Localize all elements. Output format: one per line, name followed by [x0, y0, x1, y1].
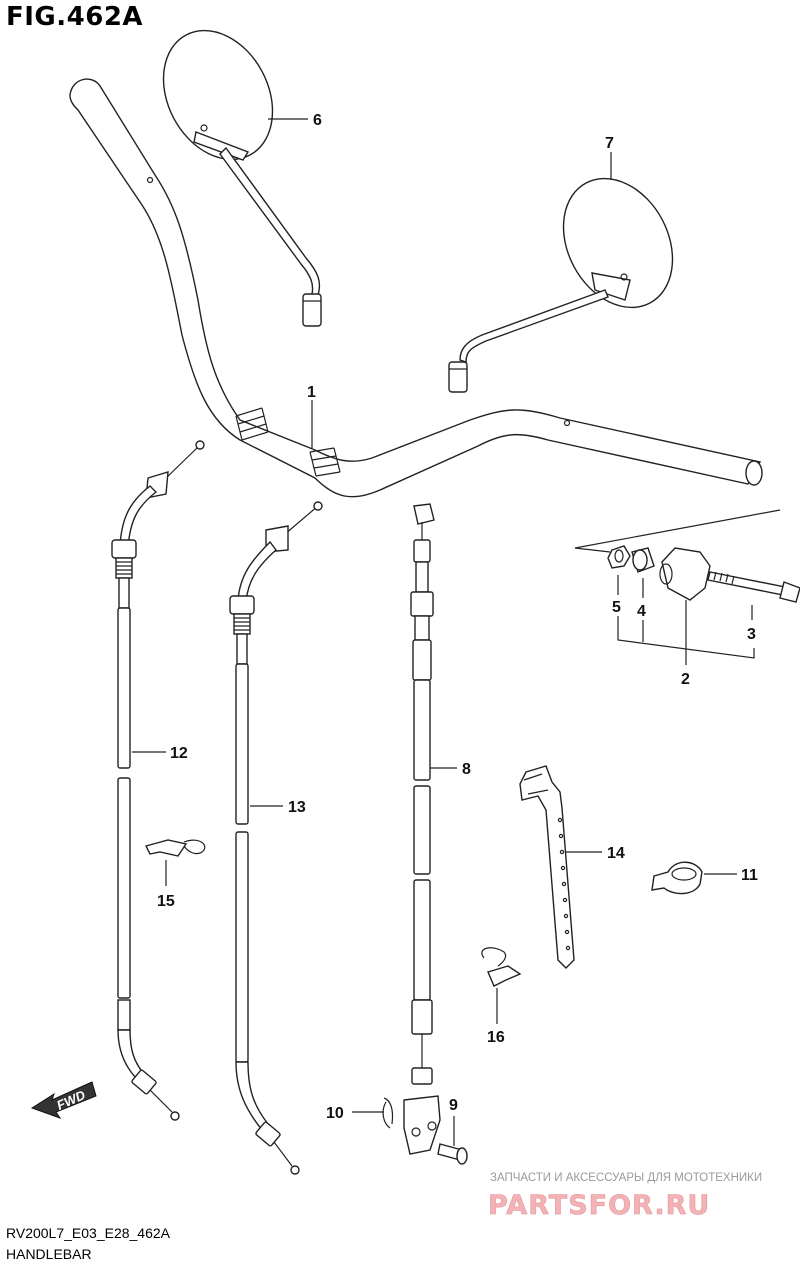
- fwd-label: FWD: [54, 1087, 88, 1113]
- throttle-cable-no1[interactable]: [111, 440, 205, 1121]
- watermark-logo: PARTSFOR.RU: [488, 1190, 710, 1221]
- clutch-cable[interactable]: [410, 503, 435, 1085]
- clevis-pin[interactable]: [437, 1143, 468, 1165]
- model-code: RV200L7_E03_E28_462A: [6, 1225, 171, 1241]
- spacer-bush[interactable]: [631, 547, 655, 573]
- part-label-8: 8: [462, 761, 471, 778]
- part-label-4: 4: [637, 603, 646, 620]
- figure-title: FIG.462A: [6, 2, 144, 32]
- part-label-11: 11: [741, 867, 758, 884]
- cotter-pin[interactable]: [382, 1097, 394, 1129]
- screw[interactable]: [707, 571, 800, 603]
- part-label-6: 6: [313, 112, 322, 129]
- balancer-assembly: [574, 509, 781, 553]
- part-label-15: 15: [157, 893, 175, 910]
- cable-clip-15[interactable]: [144, 839, 206, 857]
- grip-marking-right: [309, 447, 341, 477]
- part-label-16: 16: [487, 1029, 505, 1046]
- grip-marking-left: [235, 407, 269, 441]
- cable-clip-16[interactable]: [481, 947, 522, 987]
- part-label-14: 14: [607, 845, 625, 862]
- balancer-leader-lines: [617, 575, 755, 665]
- part-label-1: 1: [307, 384, 316, 401]
- part-label-13: 13: [288, 799, 306, 816]
- nut[interactable]: [607, 545, 631, 569]
- part-label-10: 10: [326, 1105, 344, 1122]
- cable-clamp[interactable]: [651, 861, 703, 895]
- part-label-7: 7: [605, 135, 614, 152]
- watermark-subtitle: ЗАПЧАСТИ И АКСЕССУАРЫ ДЛЯ МОТОТЕХНИКИ: [490, 1172, 763, 1184]
- clutch-clevis[interactable]: [403, 1095, 441, 1155]
- mirror-left[interactable]: [142, 11, 322, 327]
- part-label-12: 12: [170, 745, 188, 762]
- part-label-9: 9: [449, 1097, 458, 1114]
- forward-direction-arrow: FWD: [30, 1081, 97, 1119]
- leader-lines: [132, 118, 737, 1146]
- mirror-right[interactable]: [448, 159, 694, 393]
- part-label-5: 5: [612, 599, 621, 616]
- throttle-cable-no2[interactable]: [229, 501, 323, 1175]
- section-name: HANDLEBAR: [6, 1246, 92, 1262]
- part-numbers: 1 2 3 4 5 6 7 8 9 10 11 12 13 14 15 16: [157, 112, 758, 1122]
- part-label-3: 3: [747, 626, 756, 643]
- balancer-weight[interactable]: [659, 547, 711, 601]
- cable-band[interactable]: [519, 765, 575, 969]
- handlebar[interactable]: [69, 78, 763, 498]
- part-label-2: 2: [681, 671, 690, 688]
